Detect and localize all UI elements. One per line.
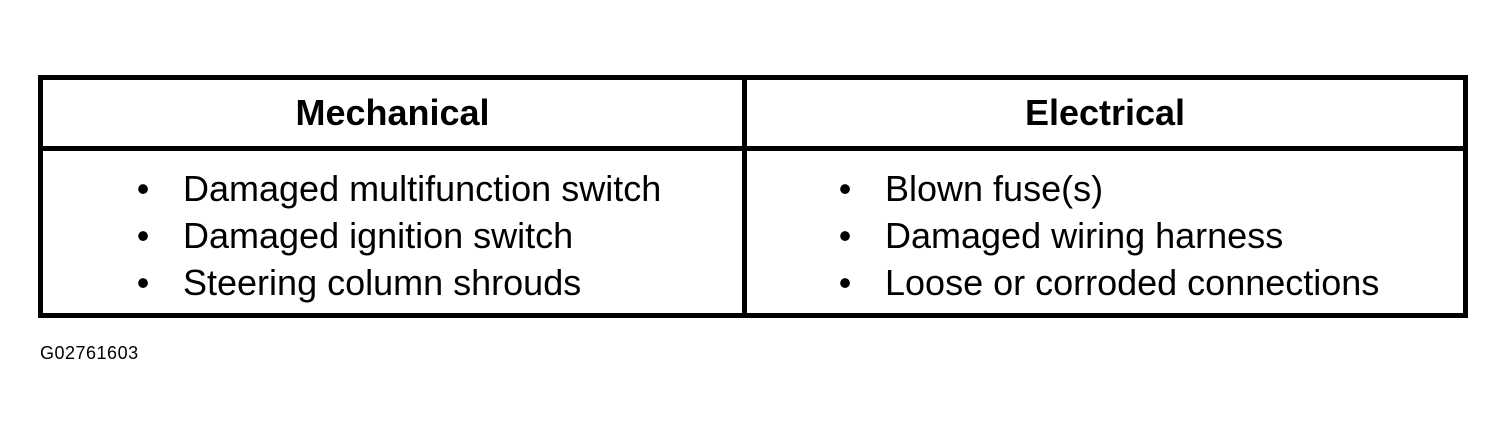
list-item-text: Damaged wiring harness [885,215,1284,256]
list-item-text: Damaged multifunction switch [183,168,662,209]
header-electrical: Electrical [747,80,1463,151]
bullet-icon: • [136,215,150,256]
list-item-text: Damaged ignition switch [183,215,574,256]
list-item: • Blown fuse(s) [835,165,1379,212]
electrical-list: • Blown fuse(s) • Damaged wiring harness… [835,165,1380,306]
bullet-icon: • [838,168,852,209]
list-item: • Damaged wiring harness [835,212,1379,259]
list-item: • Damaged multifunction switch [133,165,662,212]
diagnosis-table: Mechanical Electrical • Damaged multifun… [38,75,1468,318]
bullet-icon: • [136,262,150,303]
list-item-text: Blown fuse(s) [885,168,1104,209]
list-item: • Damaged ignition switch [133,212,661,259]
list-item-text: Steering column shrouds [183,262,582,303]
list-item-text: Loose or corroded connections [885,262,1380,303]
bullet-icon: • [838,215,852,256]
bullet-icon: • [838,262,852,303]
list-item: • Steering column shrouds [133,259,661,306]
figure-id: G02761603 [40,343,139,363]
list-item: • Loose or corroded connections [835,259,1380,306]
header-mechanical: Mechanical [43,80,747,151]
mechanical-list: • Damaged multifunction switch • Damaged… [133,165,662,306]
bullet-icon: • [136,168,150,209]
electrical-cell: • Blown fuse(s) • Damaged wiring harness… [747,151,1463,313]
mechanical-cell: • Damaged multifunction switch • Damaged… [43,151,747,313]
